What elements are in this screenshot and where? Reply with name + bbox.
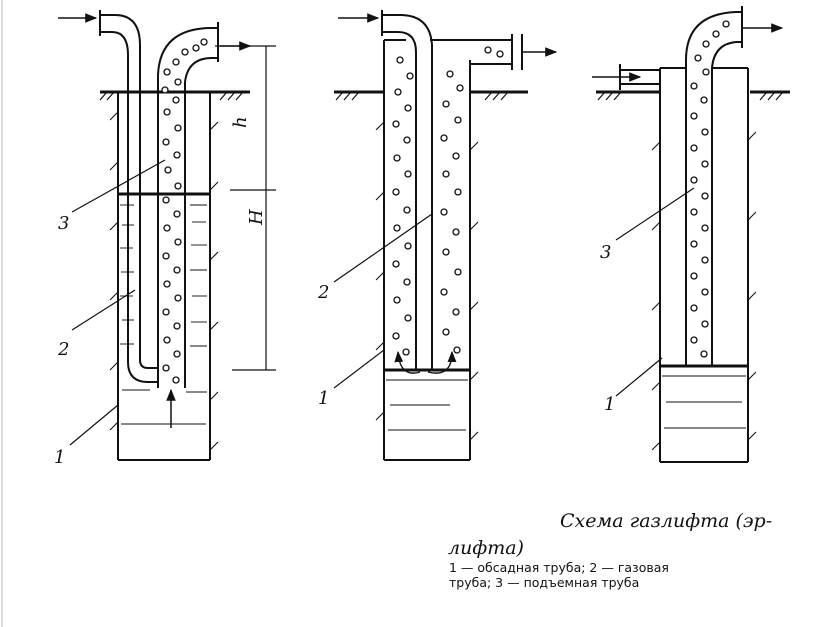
well-c bbox=[592, 6, 790, 463]
gas-tube-inner-a bbox=[100, 31, 158, 383]
dimension-lines-a bbox=[215, 45, 276, 371]
gas-tube-b bbox=[382, 14, 433, 370]
liquid-strokes-c bbox=[662, 375, 746, 429]
inflow-arrow-b-left bbox=[394, 350, 421, 374]
ground-hatch-b bbox=[335, 91, 509, 101]
liquid-strokes-b bbox=[386, 379, 468, 431]
wall-hatch-a bbox=[109, 111, 219, 451]
gas-tube-outer-a bbox=[100, 14, 158, 369]
leader-3-a bbox=[71, 159, 166, 213]
caption-title-line-2: лифта) bbox=[448, 537, 524, 559]
leader-2-a bbox=[71, 289, 136, 331]
leader-1-b bbox=[333, 349, 385, 389]
label-3-well-a: 3 bbox=[58, 213, 69, 234]
inflow-arrow-b-right bbox=[427, 350, 457, 374]
caption-legend-line-1: 1 — обсадная труба; 2 — газовая bbox=[449, 560, 669, 575]
well-a bbox=[58, 10, 276, 461]
wall-hatch-b bbox=[375, 121, 479, 441]
label-2-well-b: 2 bbox=[317, 282, 329, 303]
leader-1-c bbox=[615, 357, 663, 397]
bubbles-c bbox=[690, 20, 730, 358]
label-1-well-c: 1 bbox=[604, 394, 615, 415]
outlet-branch-b bbox=[430, 39, 512, 65]
label-1-well-a: 1 bbox=[54, 447, 65, 468]
bubbles-a bbox=[161, 38, 208, 384]
leader-1-a bbox=[69, 404, 119, 446]
well-b bbox=[333, 10, 558, 461]
bubbles-b bbox=[392, 46, 504, 356]
wall-hatch-c bbox=[651, 131, 757, 451]
caption-legend-line-2: труба; 3 — подъемная труба bbox=[449, 575, 640, 590]
lift-tube-outer-a bbox=[157, 27, 218, 388]
caption-title-line-1: Схема газлифта (эр- bbox=[560, 510, 773, 532]
ground-hatch-a bbox=[99, 91, 244, 101]
gas-inlet-branch-c bbox=[620, 69, 660, 85]
label-1-well-b: 1 bbox=[318, 388, 329, 409]
figure-caption-title: Схема газлифта (эр- лифта) bbox=[448, 508, 810, 562]
dim-H-label: H bbox=[246, 209, 267, 226]
dim-h-label: h bbox=[230, 116, 251, 128]
leader-2-b bbox=[333, 213, 433, 283]
label-3-well-c: 3 bbox=[600, 242, 611, 263]
leader-3-c bbox=[615, 187, 695, 241]
lift-tube-c bbox=[685, 11, 742, 366]
ground-hatch-c bbox=[597, 91, 784, 101]
lift-tube-inner-a bbox=[184, 57, 218, 388]
figure-caption-legend: 1 — обсадная труба; 2 — газовая труба; 3… bbox=[449, 560, 799, 590]
label-2-well-a: 2 bbox=[57, 339, 69, 360]
